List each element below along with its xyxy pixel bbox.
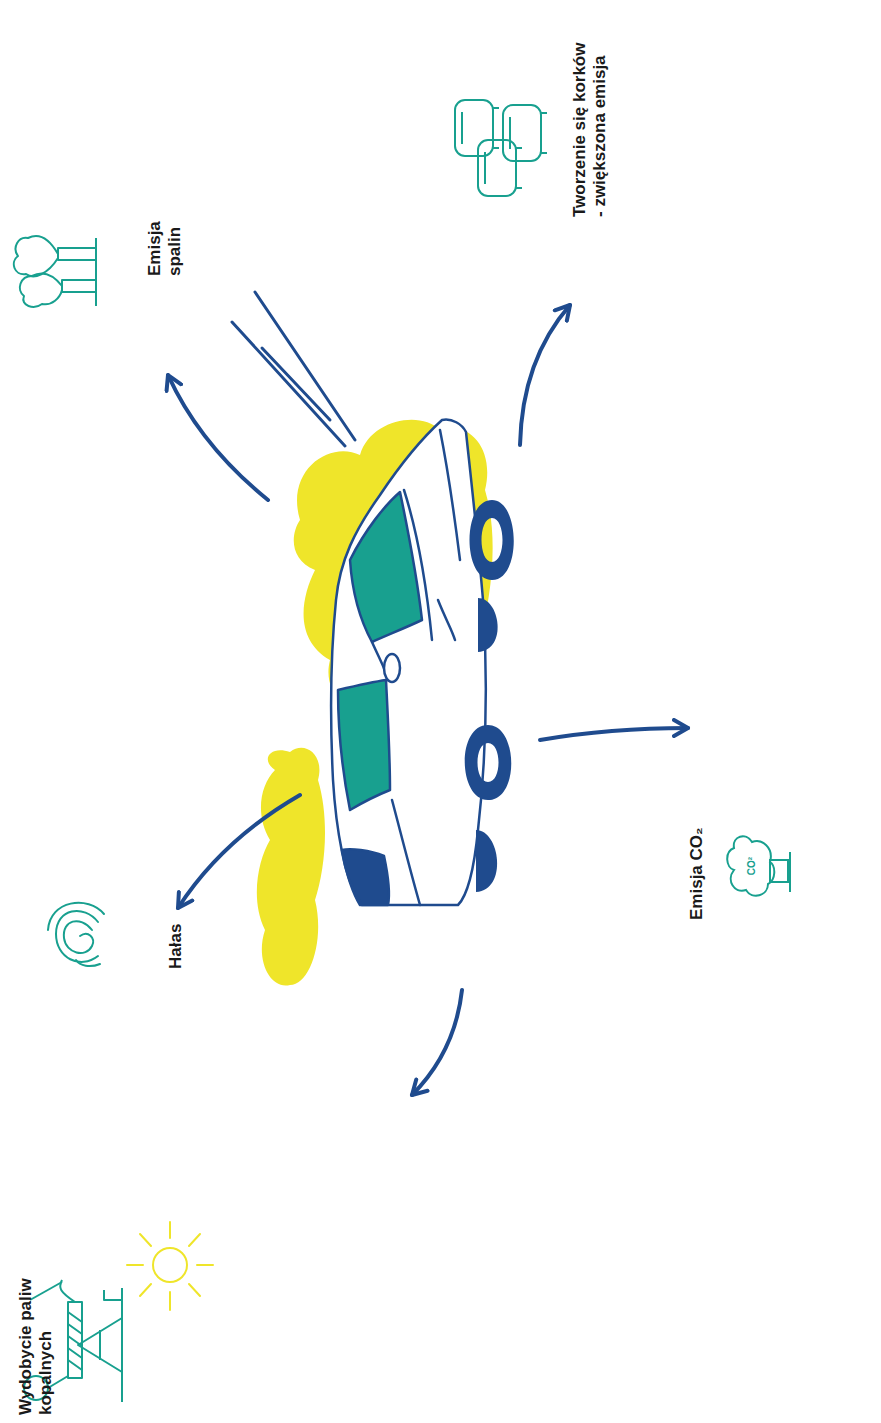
- impact-label: Wydobycie paliw kopalnych: [16, 1265, 57, 1415]
- speed-lines: [232, 292, 355, 446]
- traffic-icon: [455, 100, 547, 196]
- car-wheels: [465, 500, 514, 892]
- co2-icon: [727, 836, 790, 895]
- car: [331, 420, 486, 905]
- sun-icon: [127, 1222, 213, 1310]
- noise-icon: [48, 903, 104, 966]
- impact-arrows: [168, 305, 688, 1095]
- impact-label: Tworzenie się korków - zwiększona emisja: [570, 35, 611, 217]
- impact-label: Emisja spalin: [145, 214, 186, 276]
- exhaust-icon: [14, 236, 96, 307]
- icon-text: CO²: [746, 851, 758, 881]
- impact-label: Emisja CO₂: [687, 820, 707, 920]
- impact-label: Hałas: [166, 917, 186, 969]
- yellow-blob: [257, 748, 325, 986]
